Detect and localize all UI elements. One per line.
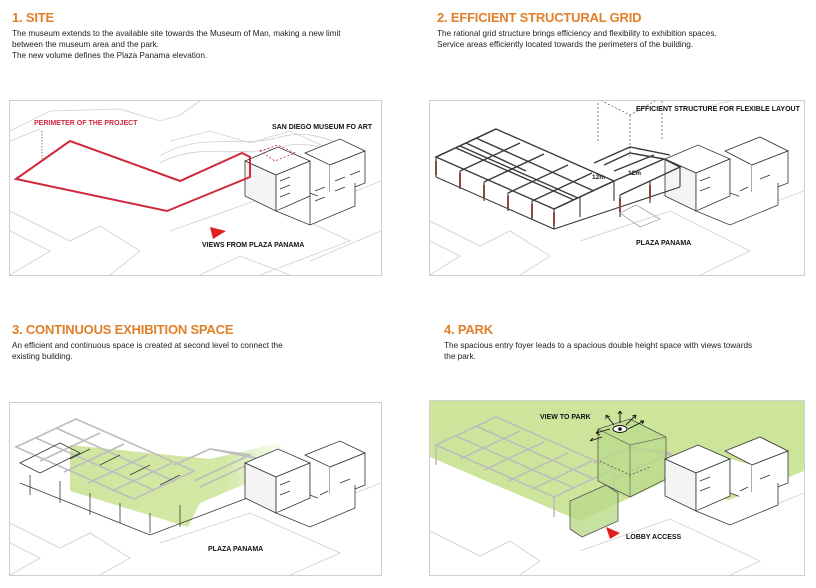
description-line: The new volume defines the Plaza Panama … [12,51,208,60]
floor-walls [19,442,251,536]
description-line: The spacious entry foyer leads to a spac… [444,341,753,350]
description-line: The rational grid structure brings effic… [437,29,717,38]
description-line: existing building. [12,352,73,361]
panel-description: The rational grid structure brings effic… [437,28,816,50]
dimension-box [597,101,663,159]
panel-title: 4. PARK [444,322,493,337]
panel-site-text: 1. SITE The museum extends to the availa… [12,10,392,61]
views-label: VIEWS FROM PLAZA PANAMA [202,242,304,249]
plaza-label: PLAZA PANAMA [636,240,691,247]
description-line: between the museum area and the park. [12,40,160,49]
existing-building [664,136,789,226]
structural-frame [14,418,263,500]
panel-title: 3. CONTINUOUS EXHIBITION SPACE [12,322,234,337]
double-height-edges [597,428,667,497]
park-drawing: VIEW TO PARK LOBBY ACCESS [430,401,804,575]
lobby-arrow-icon [606,527,620,539]
panel-title: 2. EFFICIENT STRUCTURAL GRID [437,10,642,25]
panel-exhibition-text: 3. CONTINUOUS EXHIBITION SPACE An effici… [12,322,392,362]
description-line: An efficient and continuous space is cre… [12,341,283,350]
description-line: the park. [444,352,476,361]
lobby-access-label: LOBBY ACCESS [626,534,682,541]
site-diagram: PERIMETER OF THE PROJECT SAN DIEGO MUSEU… [9,100,382,276]
view-to-park-label: VIEW TO PARK [540,414,591,421]
museum-building [244,138,366,226]
panel-title: 1. SITE [12,10,54,25]
eye-icon [612,425,628,433]
view-dashes [599,460,651,476]
dimension-label: 12m [592,174,605,181]
perimeter-dash [259,144,297,162]
perimeter-label: PERIMETER OF THE PROJECT [34,120,138,127]
exhibition-diagram: PLAZA PANAMA [9,402,382,576]
panel-description: The spacious entry foyer leads to a spac… [444,340,816,362]
museum-label: SAN DIEGO MUSEUM FO ART [272,124,373,131]
plaza-label: PLAZA PANAMA [208,546,263,553]
existing-building [244,440,366,528]
panel-description: An efficient and continuous space is cre… [12,340,392,362]
view-arrows-icon [589,410,645,442]
exhibition-drawing: PLAZA PANAMA [10,418,381,575]
grid-diagram: 12m 12m [429,100,805,276]
panel-grid-text: 2. EFFICIENT STRUCTURAL GRID The rationa… [437,10,816,50]
description-line: Service areas efficiently located toward… [437,40,694,49]
panel-description: The museum extends to the available site… [12,28,392,61]
dimension-label: 12m [628,170,641,177]
site-drawing: PERIMETER OF THE PROJECT SAN DIEGO MUSEU… [10,101,381,275]
structural-grid [434,128,682,210]
description-line: The museum extends to the available site… [12,29,341,38]
context-lines [10,482,381,575]
service-area-hatch [619,204,661,228]
exhibition-space-fill [70,443,290,527]
existing-building [664,436,789,526]
park-diagram: VIEW TO PARK LOBBY ACCESS [429,400,805,576]
grid-drawing: 12m 12m [430,101,804,275]
perimeter-outline [13,139,251,213]
lobby-volume [569,484,619,538]
view-arrow-icon [210,227,226,239]
column-markers [435,161,651,226]
panel-park-text: 4. PARK The spacious entry foyer leads t… [444,322,816,362]
efficient-label: EFFICIENT STRUCTURE FOR FLEXIBLE LAYOUT [636,106,801,113]
